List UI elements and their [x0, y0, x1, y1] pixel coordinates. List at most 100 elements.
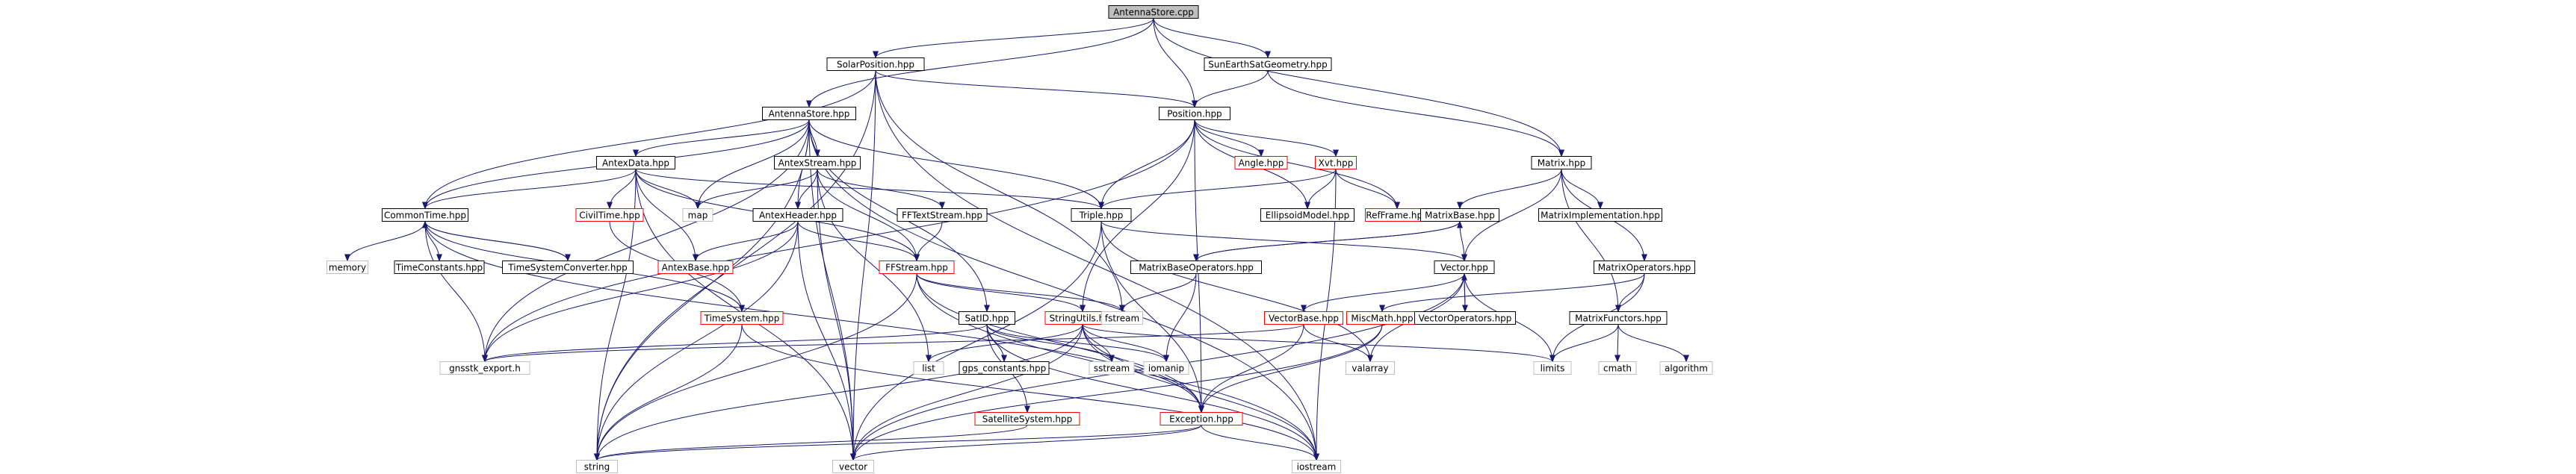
node-VectorOperators_hpp[interactable]: VectorOperators.hpp	[1414, 311, 1516, 325]
node-Vector_hpp[interactable]: Vector.hpp	[1434, 261, 1495, 274]
node-SunEarthSatGeometry_hpp[interactable]: SunEarthSatGeometry.hpp	[1204, 57, 1332, 71]
node-sstream[interactable]: sstream	[1089, 361, 1135, 375]
node-AntexBase_hpp[interactable]: AntexBase.hpp	[657, 261, 734, 274]
edge-Triple_hpp-to-Exception_hpp	[1100, 221, 1204, 414]
node-CivilTime_hpp[interactable]: CivilTime.hpp	[575, 208, 644, 222]
node-iomanip[interactable]: iomanip	[1143, 361, 1189, 375]
node-Position_hpp[interactable]: Position.hpp	[1159, 107, 1230, 120]
node-box	[1292, 460, 1341, 473]
node-box	[596, 156, 675, 169]
node-MatrixBaseOperators_hpp[interactable]: MatrixBaseOperators.hpp	[1130, 261, 1262, 274]
edge-SatID_hpp-to-gnsstk_export_h	[482, 324, 988, 363]
node-valarray[interactable]: valarray	[1346, 361, 1395, 375]
node-label: AntennaStore.hpp	[769, 109, 850, 119]
edge-FFStream_hpp-to-fstream	[916, 273, 1125, 313]
node-FFTextStream_hpp[interactable]: FFTextStream.hpp	[897, 208, 988, 222]
node-label: map	[688, 211, 708, 221]
node-algorithm[interactable]: algorithm	[1659, 361, 1713, 375]
edge-MiscMath_hpp-to-vector	[850, 324, 1383, 461]
edge-MatrixFunctors_hpp-to-cmath	[1614, 324, 1621, 363]
edge-AntennaStore_hpp-to-AntexData_hpp	[633, 119, 810, 158]
node-label: gnsstk_export.h	[449, 364, 521, 374]
edges-layer	[344, 18, 1689, 461]
node-AntennaStore_cpp[interactable]: AntennaStore.cpp	[1108, 5, 1199, 19]
node-list[interactable]: list	[913, 361, 944, 375]
node-string[interactable]: string	[576, 460, 618, 473]
edge-TimeSystemConverter_hpp-to-CommonTime_hpp	[422, 220, 569, 261]
edge-Xvt_hpp-to-EllipsoidModel_hpp	[1304, 169, 1337, 210]
node-cmath[interactable]: cmath	[1598, 361, 1637, 375]
node-box	[762, 107, 856, 120]
node-box	[576, 460, 618, 473]
node-gnsstk_export_h[interactable]: gnsstk_export.h	[439, 361, 530, 375]
node-label: string	[584, 462, 610, 473]
edge-Matrix_hpp-to-MatrixFunctors_hpp	[1561, 169, 1621, 313]
node-MatrixImplementation_hpp[interactable]: MatrixImplementation.hpp	[1538, 208, 1662, 222]
node-box	[1346, 361, 1395, 375]
node-gps_constants_hpp[interactable]: gps_constants.hpp	[959, 361, 1050, 375]
node-EllipsoidModel_hpp[interactable]: EllipsoidModel.hpp	[1260, 208, 1354, 222]
edge-TimeSystem_hpp-to-iostream	[741, 324, 1319, 461]
edge-AntennaStore_hpp-to-Triple_hpp	[808, 119, 1104, 210]
node-AntexData_hpp[interactable]: AntexData.hpp	[596, 156, 675, 169]
edge-AntennaStore_cpp-to-Matrix_hpp	[1153, 18, 1564, 158]
node-MatrixOperators_hpp[interactable]: MatrixOperators.hpp	[1594, 261, 1695, 274]
node-fstream[interactable]: fstream	[1101, 311, 1143, 325]
node-label: Exception.hpp	[1169, 414, 1233, 425]
node-Triple_hpp[interactable]: Triple.hpp	[1071, 208, 1132, 222]
node-TimeSystem_hpp[interactable]: TimeSystem.hpp	[700, 311, 784, 325]
node-limits[interactable]: limits	[1533, 361, 1572, 375]
node-box	[326, 261, 368, 274]
node-TimeSystemConverter_hpp[interactable]: TimeSystemConverter.hpp	[502, 261, 634, 274]
node-label: TimeSystemConverter.hpp	[507, 263, 627, 273]
edge-AntexData_hpp-to-CivilTime_hpp	[607, 169, 637, 210]
node-label: TimeSystem.hpp	[704, 314, 780, 324]
node-iostream[interactable]: iostream	[1292, 460, 1341, 473]
node-Xvt_hpp[interactable]: Xvt.hpp	[1315, 156, 1357, 169]
node-label: FFTextStream.hpp	[902, 211, 982, 221]
node-MatrixFunctors_hpp[interactable]: MatrixFunctors.hpp	[1569, 311, 1668, 325]
node-SatelliteSystem_hpp[interactable]: SatelliteSystem.hpp	[974, 412, 1080, 425]
edge-AntexHeader_hpp-to-gnsstk_export_h	[482, 221, 799, 363]
node-MatrixBase_hpp[interactable]: MatrixBase.hpp	[1420, 208, 1499, 222]
node-Angle_hpp[interactable]: Angle.hpp	[1234, 156, 1288, 169]
node-AntennaStore_hpp[interactable]: AntennaStore.hpp	[762, 107, 856, 120]
edge-MatrixFunctors_hpp-to-limits	[1549, 324, 1619, 363]
edge-AntexData_hpp-to-Triple_hpp	[635, 169, 1104, 210]
node-label: RefFrame.hpp	[1366, 211, 1428, 221]
node-box	[394, 261, 485, 274]
node-box	[1659, 361, 1713, 375]
node-label: Angle.hpp	[1239, 158, 1284, 169]
node-TimeConstants_hpp[interactable]: TimeConstants.hpp	[394, 261, 485, 274]
node-MiscMath_hpp[interactable]: MiscMath.hpp	[1346, 311, 1418, 325]
node-Exception_hpp[interactable]: Exception.hpp	[1159, 412, 1243, 425]
node-FFStream_hpp[interactable]: FFStream.hpp	[879, 261, 955, 274]
edge-Matrix_hpp-to-MatrixBase_hpp	[1457, 169, 1562, 210]
node-VectorBase_hpp[interactable]: VectorBase.hpp	[1264, 311, 1343, 325]
node-vector[interactable]: vector	[832, 460, 874, 473]
node-RefFrame_hpp[interactable]: RefFrame.hpp	[1365, 208, 1429, 222]
node-CommonTime_hpp[interactable]: CommonTime.hpp	[382, 208, 468, 222]
edge-MatrixBaseOperators_hpp-to-fstream	[1119, 273, 1197, 313]
edge-MatrixFunctors_hpp-to-algorithm	[1617, 324, 1689, 363]
edge-MatrixBaseOperators_hpp-to-MatrixBase_hpp	[1195, 220, 1463, 261]
node-SatID_hpp[interactable]: SatID.hpp	[959, 311, 1015, 325]
node-label: gps_constants.hpp	[962, 364, 1047, 374]
node-SolarPosition_hpp[interactable]: SolarPosition.hpp	[826, 57, 925, 71]
node-AntexStream_hpp[interactable]: AntexStream.hpp	[774, 156, 861, 169]
edge-MatrixBaseOperators_hpp-to-iomanip	[1163, 273, 1197, 363]
edge-Triple_hpp-to-Vector_hpp	[1100, 221, 1467, 262]
edge-AntexStream_hpp-to-map	[695, 169, 818, 210]
node-box	[826, 57, 925, 71]
node-Matrix_hpp[interactable]: Matrix.hpp	[1531, 156, 1592, 169]
node-memory[interactable]: memory	[326, 261, 368, 274]
node-box	[439, 361, 530, 375]
edge-Exception_hpp-to-vector	[850, 425, 1202, 461]
edge-Matrix_hpp-to-MatrixImplementation_hpp	[1561, 169, 1603, 210]
node-map[interactable]: map	[682, 208, 713, 222]
edge-SolarPosition_hpp-to-fstream	[875, 70, 1125, 313]
node-AntexHeader_hpp[interactable]: AntexHeader.hpp	[752, 208, 843, 222]
node-label: SunEarthSatGeometry.hpp	[1208, 60, 1327, 70]
edge-SolarPosition_hpp-to-vector	[850, 70, 876, 461]
